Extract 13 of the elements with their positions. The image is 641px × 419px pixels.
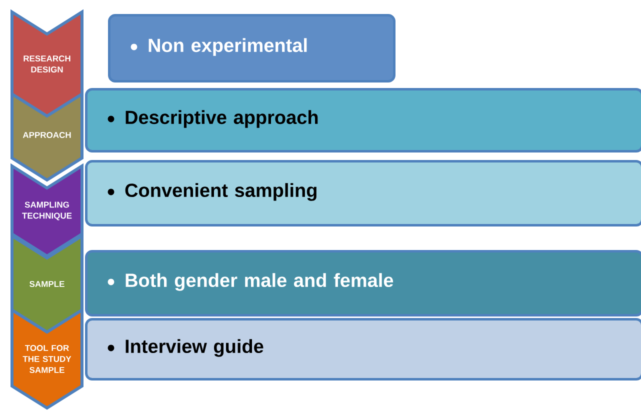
text-box — [85, 318, 641, 380]
text-box — [85, 250, 641, 316]
list-item: Descriptive approach — [126, 110, 318, 128]
list-item: Interview guide — [126, 339, 264, 357]
list-item: Non experimental — [148, 38, 307, 56]
step-box: RESEARCH DESIGN — [10, 9, 84, 118]
text-box — [108, 14, 396, 82]
text-box — [85, 160, 641, 226]
step-box: SAMPLE — [10, 233, 84, 334]
text-box — [85, 88, 641, 152]
list-item: Convenient sampling — [125, 183, 316, 201]
step-box: SAMPLING TECHNIQUE — [10, 163, 84, 258]
list-item: Both gender male and female — [126, 273, 394, 291]
